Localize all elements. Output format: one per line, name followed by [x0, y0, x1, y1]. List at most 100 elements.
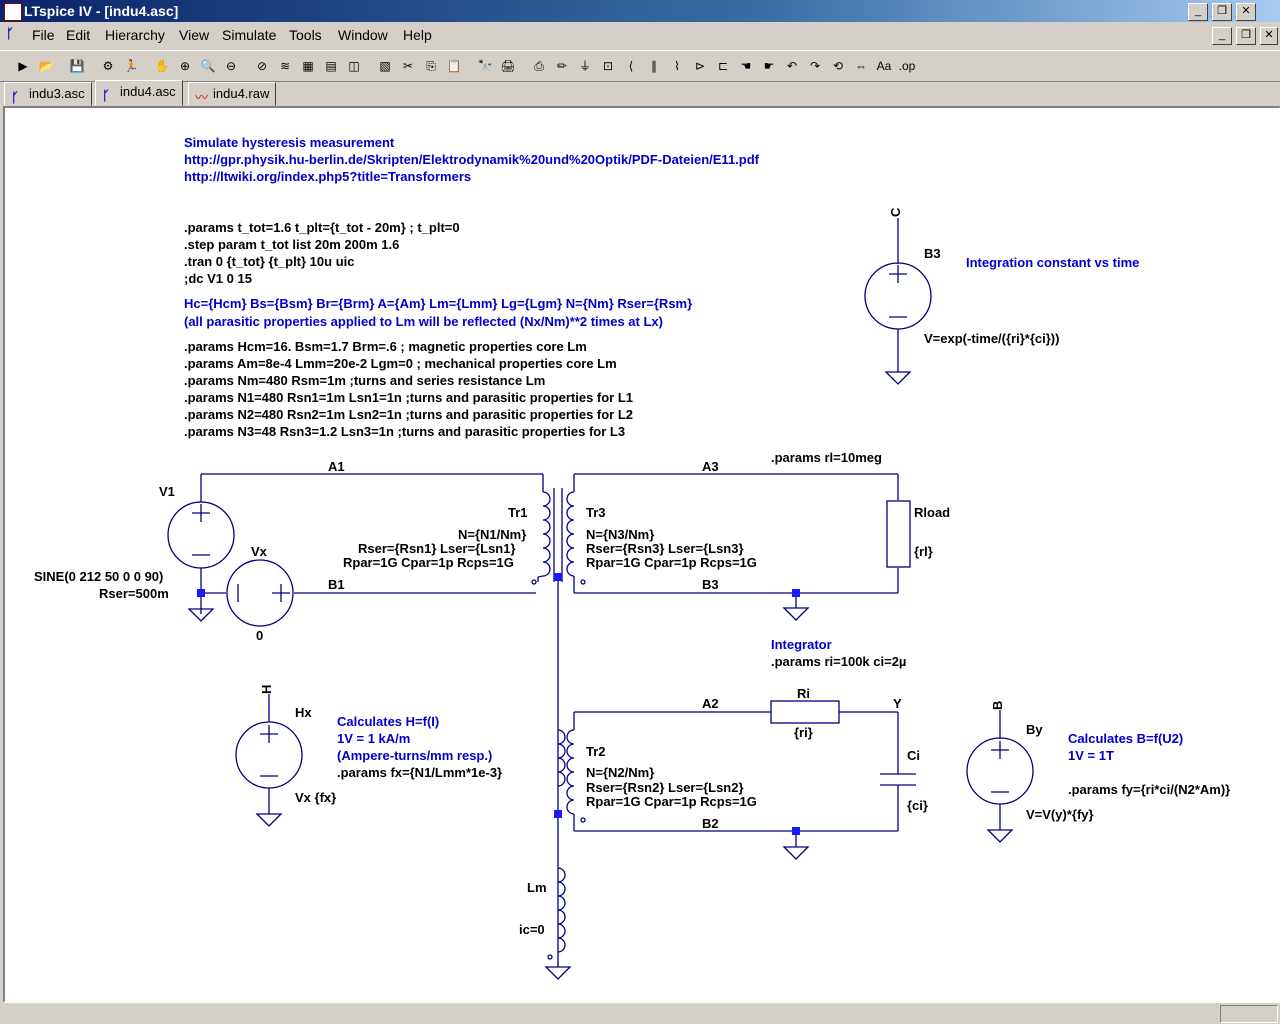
menu-window[interactable]: Window: [338, 27, 388, 43]
directive-line[interactable]: .params N1=480 Rsn1=1m Lsn1=1n ;turns an…: [184, 390, 633, 405]
junction-dot: [554, 810, 562, 818]
toolbar: ▶ 📂 💾 ⚙ 🏃 ✋ ⊕ 🔍 ⊖ ⊘ ≋ ▦ ▤ ◫ ▧ ✂ ⎘ 📋 🔭 🖨 ⎙ ✏ ⏚ ⊡ ⟨ ∥ ⌇ ⊳ ⊏ ☚ ☛ ↶ ↷ ⟲ ⇔ Aa .op: [0, 50, 1280, 82]
ground-icon[interactable]: ⏚: [578, 59, 591, 73]
cut-icon[interactable]: ✂: [402, 59, 414, 73]
by-source[interactable]: [966, 710, 1034, 843]
tr3-ratio: N={N3/Nm}: [586, 527, 654, 542]
undo-icon[interactable]: ↶: [786, 59, 798, 73]
b3-source[interactable]: [864, 218, 932, 385]
menu-view[interactable]: View: [179, 27, 210, 43]
open-icon[interactable]: 📂: [38, 59, 54, 73]
drag-icon[interactable]: ☛: [763, 59, 775, 73]
component-icon[interactable]: ⊏: [717, 59, 729, 73]
directive-line[interactable]: .step param t_tot list 20m 200m 1.6: [184, 237, 399, 252]
rotate-icon[interactable]: ⟲: [832, 59, 844, 73]
heading-line-2: http://gpr.physik.hu-berlin.de/Skripten/…: [184, 152, 760, 167]
zoom-fit-icon[interactable]: ⊘: [256, 59, 268, 73]
capacitor-icon[interactable]: ∥: [651, 59, 657, 73]
redo-icon[interactable]: ↷: [809, 59, 821, 73]
rload-resistor[interactable]: [886, 500, 911, 568]
print-icon[interactable]: ⎙: [534, 59, 544, 73]
tab-indu4-raw[interactable]: 〰 indu4.raw: [188, 82, 277, 106]
cascade-icon[interactable]: ◫: [348, 59, 360, 73]
find-icon[interactable]: 🔭: [477, 59, 493, 73]
directive-line[interactable]: .params Nm=480 Rsm=1m ;turns and series …: [184, 373, 545, 388]
comment-line[interactable]: (all parasitic properties applied to Lm …: [184, 314, 663, 329]
menu-help[interactable]: Help: [403, 27, 432, 43]
tr2-ratio: N={N2/Nm}: [586, 765, 654, 780]
directive-line[interactable]: .params Am=8e-4 Lmm=20e-2 Lgm=0 ; mechan…: [184, 356, 617, 371]
tile-icon[interactable]: ▤: [325, 59, 337, 73]
hx-params[interactable]: .params fx={N1/Lmm*1e-3}: [337, 765, 502, 780]
heading-line-1: Simulate hysteresis measurement: [184, 135, 395, 150]
tab-indu4[interactable]: ᚴ indu4.asc: [95, 80, 183, 106]
doc-close-button[interactable]: ✕: [1260, 27, 1278, 45]
doc-minimize-button[interactable]: _: [1212, 27, 1232, 45]
vx-name: Vx: [251, 544, 268, 559]
menu-tools[interactable]: Tools: [289, 27, 322, 43]
zoom-in-icon[interactable]: ⊕: [179, 59, 191, 73]
restore-button[interactable]: ❐: [1212, 3, 1232, 21]
label-icon[interactable]: ⊡: [602, 59, 614, 73]
tr1-parasitic: Rpar=1G Cpar=1p Rcps=1G: [343, 555, 514, 570]
directive-line[interactable]: .params Hcm=16. Bsm=1.7 Brm=.6 ; magneti…: [184, 339, 587, 354]
vx-source[interactable]: [226, 559, 294, 627]
status-bar: [0, 1003, 1280, 1024]
tr1-name: Tr1: [508, 505, 528, 520]
directive-line[interactable]: .params N2=480 Rsn2=1m Lsn2=1n ;turns an…: [184, 407, 633, 422]
autorange-icon[interactable]: ▦: [302, 59, 314, 73]
by-comment-2: 1V = 1T: [1068, 748, 1114, 763]
paste-icon[interactable]: 📋: [446, 59, 462, 73]
b3-name: B3: [924, 246, 941, 261]
close-windows-icon[interactable]: ▧: [379, 59, 391, 73]
waveform-icon[interactable]: ≋: [279, 59, 291, 73]
minimize-button[interactable]: _: [1188, 3, 1208, 21]
tr2-series: Rser={Rsn2} Lser={Lsn2}: [586, 780, 744, 795]
ci-value: {ci}: [907, 798, 928, 813]
ri-resistor[interactable]: [770, 700, 840, 724]
comment-line[interactable]: Hc={Hcm} Bs={Bsm} Br={Brm} A={Am} Lm={Lm…: [184, 296, 692, 311]
copy-icon[interactable]: ⎘: [426, 59, 436, 73]
spice-directive-icon[interactable]: .op: [898, 59, 916, 73]
ci-name: Ci: [907, 748, 920, 763]
text-icon[interactable]: Aa: [876, 59, 892, 73]
hx-source[interactable]: [235, 694, 303, 827]
directive-line[interactable]: ;dc V1 0 15: [184, 271, 252, 286]
menu-edit[interactable]: Edit: [66, 27, 91, 43]
control-panel-icon[interactable]: ⚙: [102, 59, 114, 73]
save-icon[interactable]: 💾: [69, 59, 85, 73]
params-rl[interactable]: .params rl=10meg: [771, 450, 882, 465]
close-button[interactable]: ✕: [1236, 3, 1256, 21]
pan-icon[interactable]: 🔍: [200, 59, 216, 73]
vx-value: 0: [256, 628, 263, 643]
run-icon[interactable]: ▶: [18, 59, 28, 73]
inductor-icon[interactable]: ⌇: [674, 59, 680, 73]
zoom-out-icon[interactable]: ⊖: [225, 59, 237, 73]
tab-indu3[interactable]: ᚴ indu3.asc: [4, 82, 92, 106]
transformer-coils[interactable]: [531, 488, 586, 967]
lm-inductor[interactable]: [544, 867, 572, 980]
print-setup-icon[interactable]: 🖨: [500, 59, 516, 73]
menu-file[interactable]: File: [32, 27, 55, 43]
integrator-params[interactable]: .params ri=100k ci=2µ: [771, 654, 906, 669]
wire-icon[interactable]: ✏: [556, 59, 568, 73]
directive-line[interactable]: .tran 0 {t_tot} {t_plt} 10u uic: [184, 254, 354, 269]
hx-comment-2: 1V = 1 kA/m: [337, 731, 410, 746]
schematic-canvas[interactable]: Simulate hysteresis measurement http://g…: [3, 106, 1280, 1003]
directive-line[interactable]: .params N3=48 Rsn3=1.2 Lsn3=1n ;turns an…: [184, 424, 625, 439]
directive-line[interactable]: .params t_tot=1.6 t_plt={t_tot - 20m} ; …: [184, 220, 460, 235]
move-icon[interactable]: ☚: [740, 59, 752, 73]
net-a2: A2: [702, 696, 719, 711]
document-icon[interactable]: ᚴ: [6, 26, 14, 41]
run-sim-icon[interactable]: 🏃: [123, 59, 139, 73]
menu-simulate[interactable]: Simulate: [222, 27, 277, 43]
menu-hierarchy[interactable]: Hierarchy: [105, 27, 165, 43]
by-params[interactable]: .params fy={ri*ci/(N2*Am)}: [1068, 782, 1230, 797]
by-node-label: B: [990, 701, 1005, 710]
diode-icon[interactable]: ⊳: [694, 59, 706, 73]
v1-source[interactable]: [167, 501, 235, 569]
resistor-icon[interactable]: ⟨: [628, 59, 634, 73]
halt-icon[interactable]: ✋: [154, 59, 170, 73]
mirror-icon[interactable]: ⇔: [855, 59, 867, 73]
doc-restore-button[interactable]: ❐: [1236, 27, 1256, 45]
